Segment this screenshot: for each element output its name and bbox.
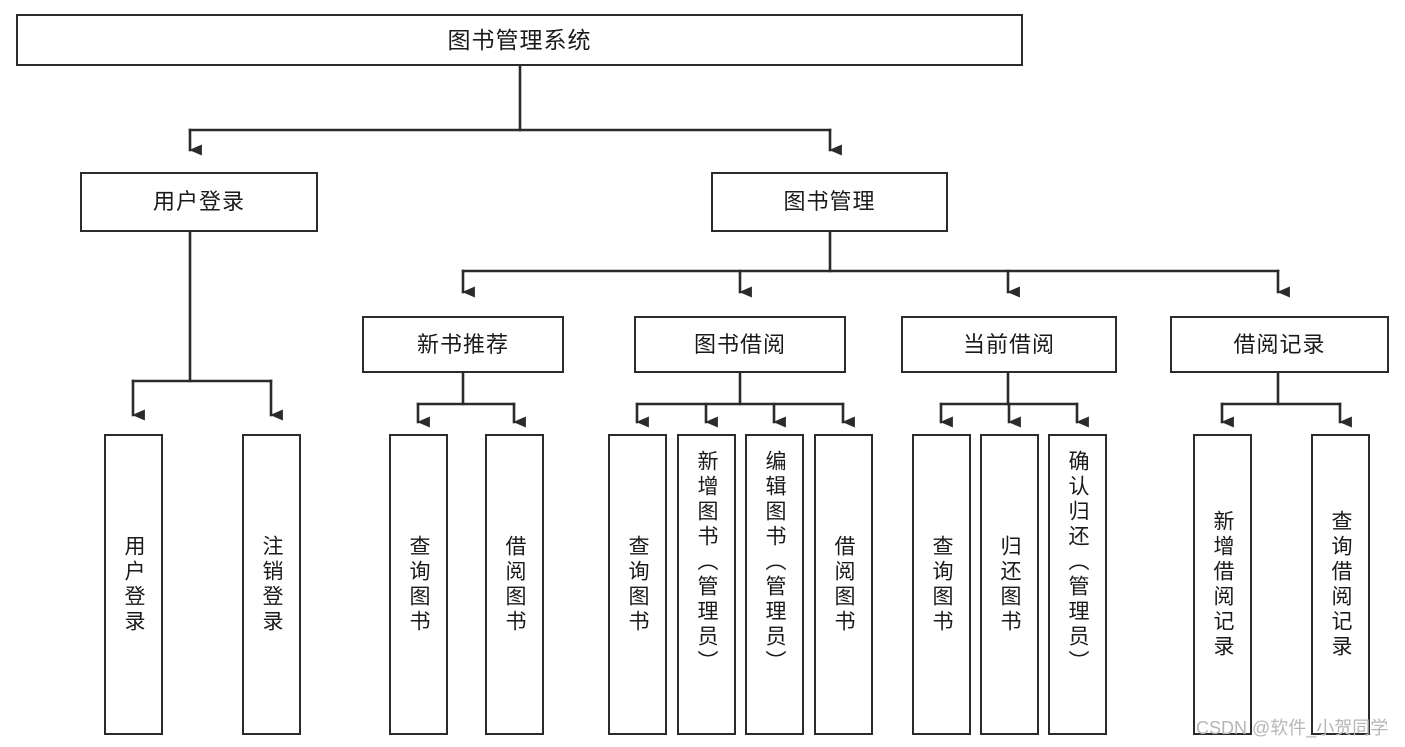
node-root-label: 图书管理系统 [447,26,592,53]
leaf-query-book-1[interactable]: 查询图书 [389,434,448,735]
leaf-query-record-label: 查询借阅记录 [1329,509,1352,660]
leaf-borrow-book-2-label: 借阅图书 [832,534,855,635]
leaf-query-book-2-label: 查询图书 [626,534,649,635]
node-borrow-record[interactable]: 借阅记录 [1170,316,1389,373]
leaf-user-logout-label: 注销登录 [260,534,283,635]
leaf-add-book[interactable]: 新增图书（管理员） [677,434,736,735]
leaf-user-logout[interactable]: 注销登录 [242,434,301,735]
leaf-borrow-book-1-label: 借阅图书 [503,534,526,635]
node-new-book-recommend-label: 新书推荐 [416,331,509,357]
leaf-query-book-3-label: 查询图书 [930,534,953,635]
node-borrow-record-label: 借阅记录 [1233,331,1326,357]
leaf-edit-book[interactable]: 编辑图书（管理员） [745,434,804,735]
node-current-borrow[interactable]: 当前借阅 [901,316,1117,373]
leaf-query-record[interactable]: 查询借阅记录 [1311,434,1370,735]
leaf-user-login[interactable]: 用户登录 [104,434,163,735]
leaf-add-book-label: 新增图书（管理员） [695,450,718,675]
leaf-return-book[interactable]: 归还图书 [980,434,1039,735]
leaf-add-record-label: 新增借阅记录 [1211,509,1234,660]
leaf-confirm-return-label: 确认归还（管理员） [1066,450,1089,675]
node-user-login-label: 用户登录 [152,189,245,215]
node-book-borrow[interactable]: 图书借阅 [634,316,846,373]
node-new-book-recommend[interactable]: 新书推荐 [362,316,564,373]
leaf-borrow-book-1[interactable]: 借阅图书 [485,434,544,735]
leaf-confirm-return[interactable]: 确认归还（管理员） [1048,434,1107,735]
node-root[interactable]: 图书管理系统 [16,14,1023,66]
leaf-query-book-2[interactable]: 查询图书 [608,434,667,735]
leaf-edit-book-label: 编辑图书（管理员） [763,450,786,675]
node-book-manage-label: 图书管理 [783,189,876,215]
node-book-manage[interactable]: 图书管理 [711,172,948,232]
leaf-query-book-3[interactable]: 查询图书 [912,434,971,735]
leaf-query-book-1-label: 查询图书 [407,534,430,635]
node-user-login[interactable]: 用户登录 [80,172,318,232]
csdn-watermark: CSDN @软件_小贺同学 [1196,718,1389,738]
leaf-return-book-label: 归还图书 [998,534,1021,635]
node-current-borrow-label: 当前借阅 [962,331,1055,357]
leaf-add-record[interactable]: 新增借阅记录 [1193,434,1252,735]
leaf-borrow-book-2[interactable]: 借阅图书 [814,434,873,735]
node-book-borrow-label: 图书借阅 [693,331,786,357]
leaf-user-login-label: 用户登录 [122,534,145,635]
